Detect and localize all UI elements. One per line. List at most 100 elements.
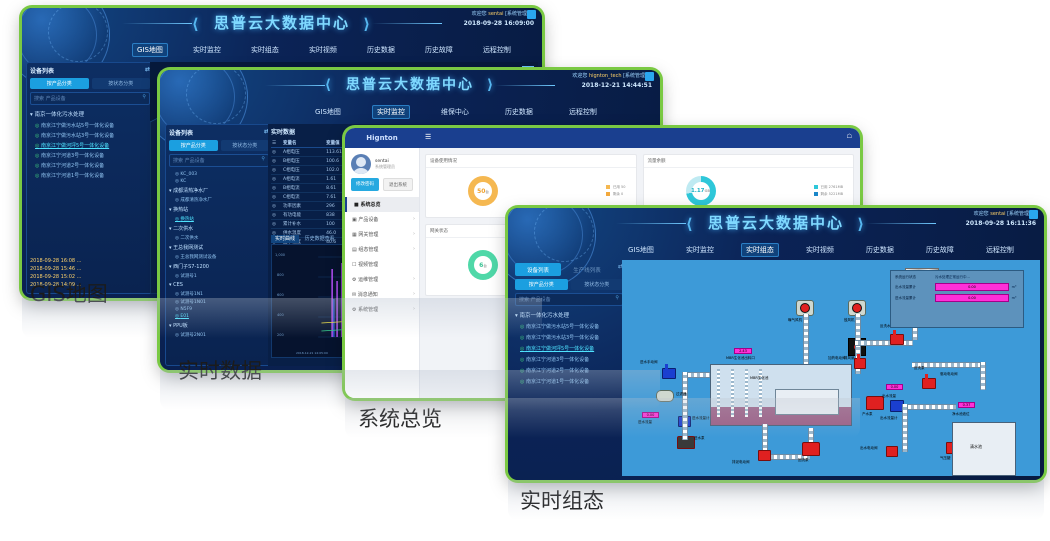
- list-item-selected[interactable]: ◎ 换热站: [175, 217, 194, 222]
- collapse-icon[interactable]: ⇄: [617, 263, 623, 270]
- tree-group[interactable]: ▾ 换热站: [169, 207, 189, 213]
- segment-by-status[interactable]: 按状态分类: [220, 140, 269, 151]
- list-item[interactable]: ◎ KC: [175, 179, 187, 184]
- user-avatar-icon[interactable]: [1029, 210, 1038, 219]
- tab-gis-monitor[interactable]: 实时监控: [192, 46, 221, 54]
- list-item[interactable]: ◎ 成都清热净水厂: [175, 198, 212, 203]
- admin-menu[interactable]: ■ 系统总览 ▣ 产品设备› ▦ 网关管理› ▤ 组态管理› ☐ 视频管理 ⚙ …: [345, 197, 419, 317]
- list-item[interactable]: ◎ KC_003: [175, 172, 198, 177]
- segment-by-status[interactable]: 按状态分类: [91, 78, 150, 89]
- tab-gis-history[interactable]: 历史数据: [366, 46, 395, 54]
- logout-button[interactable]: 退出系统: [383, 178, 413, 191]
- segment-by-product[interactable]: 按产品分类: [30, 78, 89, 89]
- tab-gis-fault[interactable]: 历史故障: [424, 46, 453, 54]
- scada-sidebar[interactable]: 设备列表 生产线列表 ⇄ 按产品分类 按状态分类 搜索 产品设备 ⚲ ▾ 南京一…: [512, 260, 626, 476]
- sludge-valve-icon[interactable]: [758, 450, 771, 461]
- user-avatar-icon[interactable]: [645, 72, 654, 81]
- list-item[interactable]: ◎ 南京江宁河道1号一体化设备: [520, 379, 590, 385]
- list-item[interactable]: ◎ 南京江宁河道3号一体化设备: [35, 152, 105, 159]
- sidebar-item-config[interactable]: ▤ 组态管理›: [352, 246, 415, 253]
- tree-group[interactable]: ▾ 西门子S7-1200: [169, 264, 209, 270]
- tab-scada-gis[interactable]: GIS地图: [628, 246, 654, 254]
- sidebar-item-overview[interactable]: ■ 系统总览: [345, 197, 419, 212]
- tab-gis-remote[interactable]: 远程控制: [482, 46, 511, 54]
- list-item[interactable]: ◎ N5F9: [175, 307, 193, 312]
- rt-nav[interactable]: GIS地图 实时监控 维保中心 历史数据 远程控制: [160, 104, 660, 120]
- search-icon[interactable]: ⚲: [261, 156, 265, 162]
- list-item[interactable]: ◎ 南京江宁河道3号一体化设备: [520, 357, 590, 363]
- list-item[interactable]: ◎ E01: [175, 314, 189, 319]
- home-icon[interactable]: ☖: [846, 133, 852, 140]
- segment-by-product[interactable]: 按产品分类: [515, 279, 568, 290]
- outlet-valve-icon[interactable]: [886, 446, 898, 457]
- tab-scada-fault[interactable]: 历史故障: [925, 246, 954, 254]
- rt-search-input[interactable]: 搜索 产品设备 ⚲: [169, 154, 269, 167]
- gis-tree-group[interactable]: ▾ 南京一体化污水处理: [30, 112, 85, 118]
- clean-water-tank[interactable]: [952, 422, 1016, 476]
- hamburger-icon[interactable]: ☰: [425, 133, 432, 141]
- backwash-actuator-valve-icon[interactable]: [922, 374, 936, 389]
- list-item[interactable]: ◎ 南京江宁河道1号一体化设备: [35, 172, 105, 179]
- tab-rt-history[interactable]: 历史数据: [504, 108, 533, 116]
- admin-user-actions[interactable]: 修改密码 退出系统: [345, 178, 419, 197]
- list-item[interactable]: ◎ 试测号1N1: [175, 292, 203, 297]
- tab-scada-video[interactable]: 实时视频: [805, 246, 834, 254]
- tree-group[interactable]: ▾ 二次供水: [169, 226, 194, 232]
- list-item[interactable]: ◎ 南京江宁做污水站5号一体化设备: [35, 122, 115, 129]
- return-pump-icon[interactable]: [802, 442, 820, 456]
- list-item[interactable]: ◎ 王总我网测试设备: [175, 255, 217, 260]
- tab-scada-config[interactable]: 实时组态: [740, 243, 779, 257]
- list-item[interactable]: ◎ 试测号1: [175, 274, 197, 279]
- filter-icon[interactable]: [656, 390, 674, 402]
- list-item-selected[interactable]: ◎ 南京江宁做河坪5号一体化设备: [520, 346, 595, 352]
- user-avatar-icon[interactable]: [527, 10, 536, 19]
- collapse-icon[interactable]: ⇄: [263, 128, 269, 135]
- window-scada[interactable]: ⟨ 思普云大数据中心 ⟩ 欢迎您 sentai [系统管理员] 2018-09-…: [508, 208, 1044, 480]
- tab-rt-service[interactable]: 维保中心: [440, 108, 469, 116]
- scada-tree-group[interactable]: ▾ 南京一体化污水处理: [515, 313, 570, 319]
- tab-gis-video[interactable]: 实时视频: [308, 46, 337, 54]
- tab-line-list[interactable]: 生产线列表: [573, 267, 601, 274]
- tab-rt-gis[interactable]: GIS地图: [315, 108, 341, 116]
- gis-device-list-panel[interactable]: ⇄ 设备列表 按产品分类 按状态分类 搜索 产品设备 ⚲ ▾ 南京一体化污水处理…: [26, 62, 154, 294]
- tab-gis-map[interactable]: GIS地图: [132, 43, 168, 57]
- list-item[interactable]: ◎ 南京江宁做污水站5号一体化设备: [520, 324, 600, 330]
- rt-chart-tabs[interactable]: 实时曲线 历史数据查看: [271, 235, 652, 243]
- sidebar-item-system[interactable]: ⚙ 系统管理›: [352, 306, 415, 313]
- search-icon[interactable]: ⚲: [615, 295, 619, 301]
- product-pump-icon[interactable]: [866, 396, 884, 410]
- tab-history-view[interactable]: 历史数据查看: [304, 236, 335, 242]
- scada-tree-list[interactable]: ◎ 南京江宁做污水站5号一体化设备 ◎ 南京江宁做污水站3号一体化设备 ◎ 南京…: [515, 321, 623, 387]
- sidebar-item-messages[interactable]: ✉ 消息通知›: [352, 291, 415, 298]
- scada-nav[interactable]: GIS地图 实时监控 实时组态 实时视频 历史数据 历史故障 远程控制: [508, 242, 1044, 258]
- card-device-usage[interactable]: 设备使用情况 50台 已用 50 剩余 0: [425, 154, 637, 218]
- tree-group[interactable]: ▾ 王总我网测试: [169, 245, 204, 251]
- tab-rt-remote[interactable]: 远程控制: [568, 108, 597, 116]
- tab-rt-monitor[interactable]: 实时监控: [371, 105, 410, 119]
- list-item[interactable]: ◎ 南京江宁做污水站3号一体化设备: [520, 335, 600, 341]
- scada-list-tabs[interactable]: 设备列表 生产线列表 ⇄: [515, 263, 623, 276]
- segment-by-status[interactable]: 按状态分类: [570, 279, 623, 290]
- aeration-blower-icon[interactable]: [796, 300, 814, 316]
- list-item-selected[interactable]: ◎ 南京江宁做河坪5号一体化设备: [35, 142, 110, 149]
- list-item[interactable]: ◎ 试测号2N01: [175, 333, 206, 338]
- sidebar-item-products[interactable]: ▣ 产品设备›: [352, 216, 415, 223]
- backwash-valve-icon[interactable]: [890, 330, 904, 345]
- gis-search-input[interactable]: 搜索 产品设备 ⚲: [30, 92, 150, 105]
- tree-group[interactable]: ▾ PPU板: [169, 323, 188, 329]
- sidebar-item-gateway[interactable]: ▦ 网关管理›: [352, 231, 415, 238]
- list-item[interactable]: ◎ 南京江宁河道2号一体化设备: [520, 368, 590, 374]
- tree-group[interactable]: ▾ CES: [169, 282, 183, 288]
- tab-gis-scada[interactable]: 实时组态: [250, 46, 279, 54]
- scada-search-input[interactable]: 搜索 产品设备 ⚲: [515, 293, 623, 306]
- tab-scada-monitor[interactable]: 实时监控: [685, 246, 714, 254]
- gis-tree-list[interactable]: ◎ 南京江宁做污水站5号一体化设备 ◎ 南京江宁做污水站3号一体化设备 ◎ 南京…: [30, 120, 150, 180]
- list-item[interactable]: ◎ 二次供水: [175, 236, 199, 241]
- collapse-icon[interactable]: ⇄: [144, 66, 150, 73]
- list-item[interactable]: ◎ 试测号1N01: [175, 300, 206, 305]
- rt-tree[interactable]: ◎ KC_003 ◎ KC ▾ 成都清热净水厂 ◎ 成都清热净水厂 ▾ 换热站 …: [169, 171, 269, 339]
- tab-scada-remote[interactable]: 远程控制: [985, 246, 1014, 254]
- mbr-tank[interactable]: [710, 364, 852, 426]
- rt-segment-group[interactable]: 按产品分类 按状态分类: [169, 140, 269, 151]
- admin-sidebar[interactable]: sentai 系统管理员 修改密码 退出系统 ■ 系统总览 ▣ 产品设备› ▦ …: [345, 148, 420, 398]
